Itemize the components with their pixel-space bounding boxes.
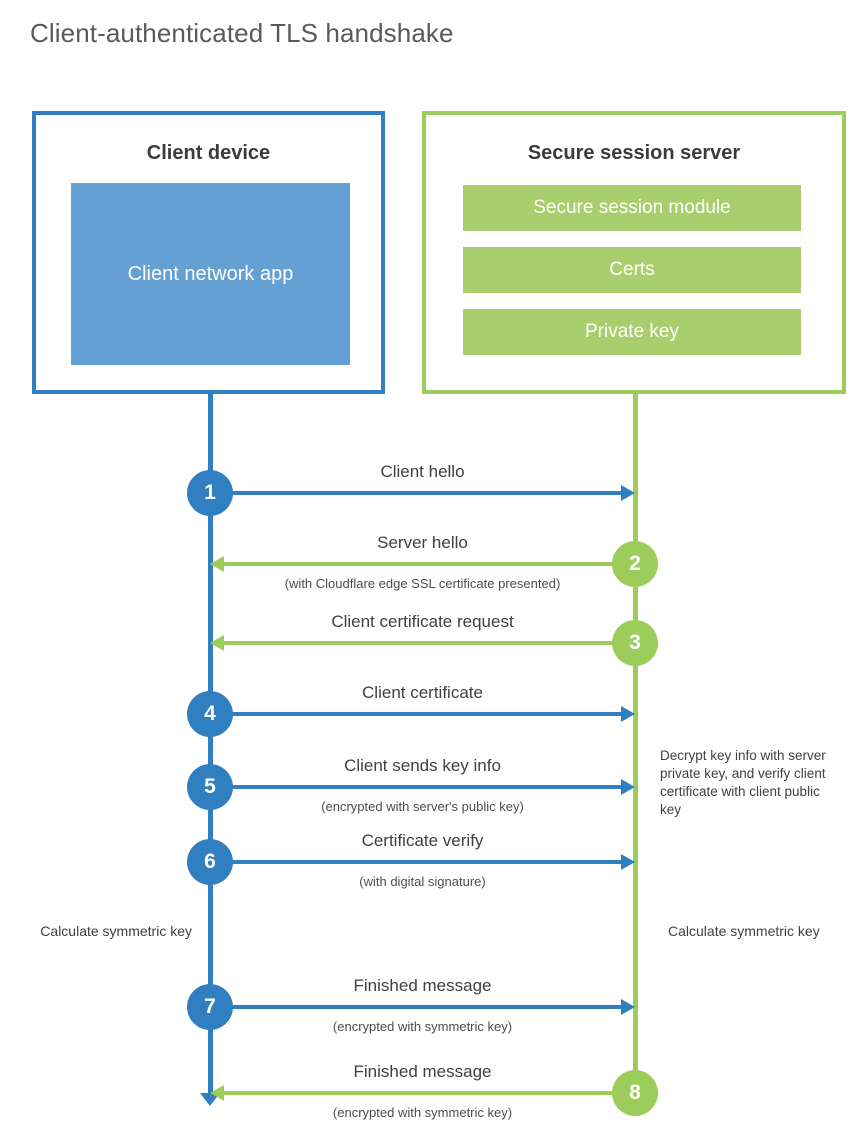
page-title: Client-authenticated TLS handshake	[30, 18, 454, 48]
step-6-sublabel: (with digital signature)	[359, 874, 486, 889]
secure-session-server-title: Secure session server	[527, 142, 741, 164]
step-8-arrow-line	[222, 1091, 635, 1095]
step-3-arrow-head-icon	[210, 635, 224, 651]
step-2-arrow-line	[222, 562, 635, 566]
client-lifeline	[208, 394, 213, 1100]
step-2-sublabel: (with Cloudflare edge SSL certificate pr…	[284, 576, 561, 591]
step-2-arrow-head-icon	[210, 556, 224, 572]
step-8-label: Finished message	[353, 1062, 492, 1081]
client-network-app-block: Client network app	[71, 183, 350, 365]
step-4-label: Client certificate	[362, 683, 483, 702]
step-marker-4[interactable]: 4	[187, 691, 233, 737]
server-component-list: Secure session module Certs Private key	[463, 185, 801, 355]
step-marker-5[interactable]: 5	[187, 764, 233, 810]
client-device-box: Client device Client network app	[32, 111, 385, 394]
step-marker-2[interactable]: 2	[612, 541, 658, 587]
server-component-certs: Certs	[463, 247, 801, 293]
step-marker-7[interactable]: 7	[187, 984, 233, 1030]
note-calculate-symmetric-key-client: Calculate symmetric key	[40, 923, 192, 939]
step-7-arrow-line	[210, 1005, 623, 1009]
step-5-arrow-head-icon	[621, 779, 635, 795]
step-7-arrow-head-icon	[621, 999, 635, 1015]
note-calculate-symmetric-key-server: Calculate symmetric key	[668, 923, 820, 939]
step-marker-3[interactable]: 3	[612, 620, 658, 666]
step-5-sublabel: (encrypted with server's public key)	[321, 799, 524, 814]
step-8-arrow-head-icon	[210, 1085, 224, 1101]
server-component-private-key: Private key	[463, 309, 801, 355]
step-6-arrow-head-icon	[621, 854, 635, 870]
step-7-label: Finished message	[353, 976, 492, 995]
note-server-decrypt: Decrypt key info with server private key…	[660, 748, 826, 817]
step-1-label: Client hello	[380, 462, 465, 481]
server-lifeline	[633, 394, 638, 1092]
server-component-secure-session-module: Secure session module	[463, 185, 801, 231]
step-6-arrow-line	[210, 860, 623, 864]
step-6-label: Certificate verify	[361, 831, 484, 850]
step-5-arrow-line	[210, 785, 623, 789]
secure-session-server-box: Secure session server Secure session mod…	[422, 111, 846, 394]
step-5-label: Client sends key info	[344, 756, 501, 775]
step-1-arrow-line	[210, 491, 623, 495]
step-marker-6[interactable]: 6	[187, 839, 233, 885]
step-4-arrow-head-icon	[621, 706, 635, 722]
step-3-arrow-line	[222, 641, 635, 645]
client-device-title: Client device	[146, 142, 271, 164]
step-marker-8[interactable]: 8	[612, 1070, 658, 1116]
step-8-sublabel: (encrypted with symmetric key)	[332, 1105, 513, 1120]
step-2-label: Server hello	[377, 533, 468, 552]
step-7-sublabel: (encrypted with symmetric key)	[332, 1019, 513, 1034]
step-marker-1[interactable]: 1	[187, 470, 233, 516]
step-4-arrow-line	[210, 712, 623, 716]
step-3-label: Client certificate request	[331, 612, 514, 631]
step-1-arrow-head-icon	[621, 485, 635, 501]
